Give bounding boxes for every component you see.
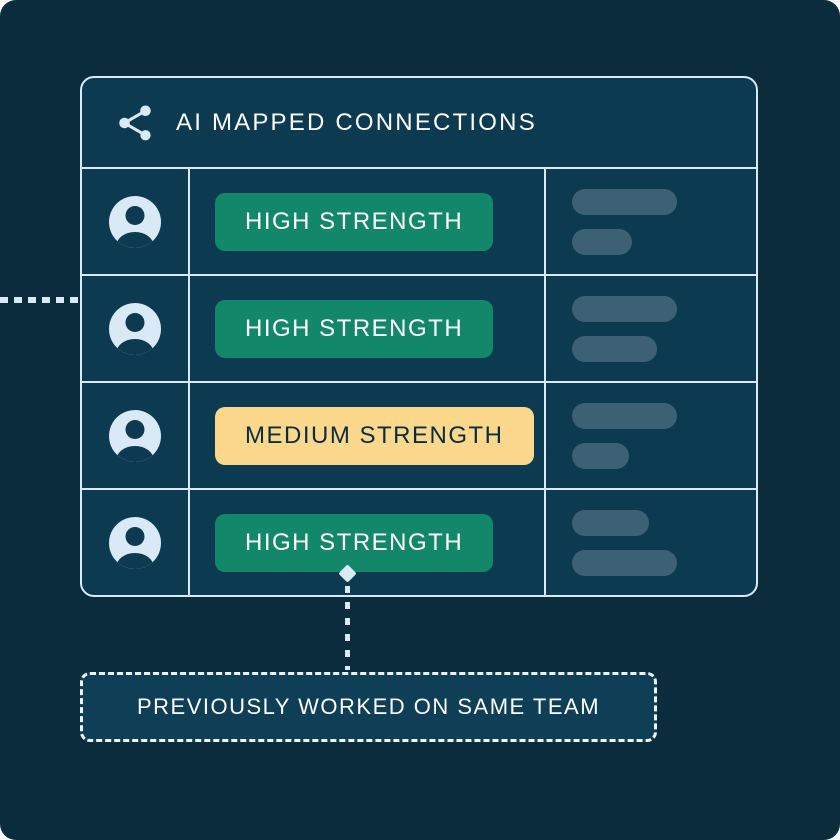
ai-mapped-connections-panel: AI MAPPED CONNECTIONS HIGH STRENGTH [80,76,758,597]
share-icon [114,102,156,144]
avatar-head [125,312,145,332]
connection-row: HIGH STRENGTH [82,169,756,274]
placeholder-text-bar [572,509,649,536]
avatar-head [125,419,145,439]
panel-header: AI MAPPED CONNECTIONS [82,78,756,169]
callout-label: PREVIOUSLY WORKED ON SAME TEAM [136,694,601,719]
avatar-shoulders [116,552,154,569]
connection-row: MEDIUM STRENGTH [82,381,756,488]
placeholder-text-bar [572,442,629,469]
placeholder-text-bar [572,295,677,322]
placeholder-text-bar [572,188,677,215]
connection-row: HIGH STRENGTH [82,488,756,595]
connector-dashed-line-left [0,297,79,303]
person-avatar-icon [109,409,161,462]
avatar-shoulders [116,231,154,248]
strength-badge: MEDIUM STRENGTH [215,406,534,465]
callout-box: PREVIOUSLY WORKED ON SAME TEAM [80,672,657,742]
avatar-shoulders [116,445,154,462]
strength-badge: HIGH STRENGTH [215,513,494,572]
person-avatar-icon [109,195,161,248]
placeholder-text-bar [572,549,677,576]
avatar-head [125,526,145,546]
person-avatar-icon [109,516,161,569]
connection-row: HIGH STRENGTH [82,274,756,381]
placeholder-text-bar [572,335,657,362]
connector-dotted-line [345,586,350,670]
avatar-head [125,205,145,225]
strength-badge: HIGH STRENGTH [215,192,494,251]
person-avatar-icon [109,302,161,355]
placeholder-text-bar [572,228,632,255]
avatar-shoulders [116,338,154,355]
strength-badge: HIGH STRENGTH [215,299,494,358]
panel-title: AI MAPPED CONNECTIONS [176,108,537,136]
placeholder-text-bar [572,402,677,429]
